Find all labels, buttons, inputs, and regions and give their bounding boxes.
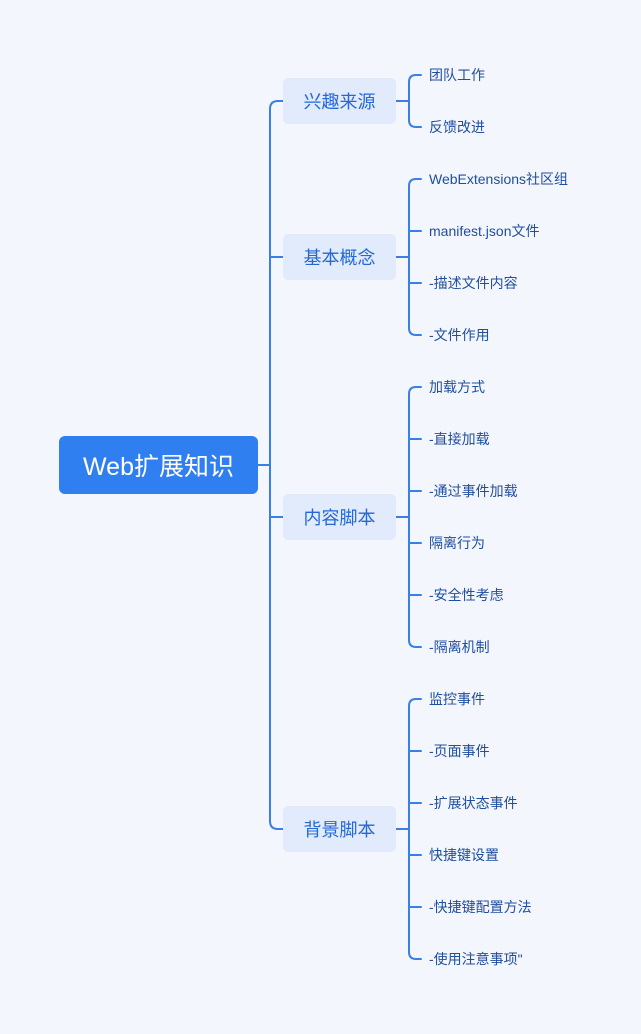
leaf-node[interactable]: -页面事件 [429, 743, 490, 759]
leaf-node[interactable]: -扩展状态事件 [429, 795, 518, 811]
branch-3-connector-link [408, 698, 422, 830]
leaf-node[interactable]: -隔离机制 [429, 639, 490, 655]
branch-2-connector-link [408, 386, 422, 518]
leaf-node[interactable]: -直接加载 [429, 431, 490, 447]
leaf-node[interactable]: -安全性考虑 [429, 587, 504, 603]
branch-node-background-scripts[interactable]: 背景脚本 [283, 806, 396, 852]
root-connector-link [269, 464, 284, 830]
leaf-node[interactable]: -使用注意事项" [429, 951, 523, 967]
branch-2-connector-link [408, 516, 422, 648]
leaf-node[interactable]: -描述文件内容 [429, 275, 518, 291]
leaf-node[interactable]: WebExtensions社区组 [429, 171, 569, 187]
leaf-node[interactable]: 加载方式 [429, 379, 485, 395]
branch-node-basic-concepts[interactable]: 基本概念 [283, 234, 396, 280]
root-node[interactable]: Web扩展知识 [59, 436, 258, 494]
leaf-node[interactable]: -快捷键配置方法 [429, 899, 532, 915]
leaf-node[interactable]: 团队工作 [429, 67, 485, 83]
leaf-node[interactable]: 隔离行为 [429, 535, 485, 551]
branch-0-connector-link [408, 74, 422, 102]
branch-1-connector-link [408, 178, 422, 258]
branch-3-connector-link [408, 828, 422, 960]
leaf-node[interactable]: -通过事件加载 [429, 483, 518, 499]
leaf-node[interactable]: 快捷键设置 [429, 847, 499, 863]
root-connector-link [269, 100, 284, 466]
branch-node-content-scripts[interactable]: 内容脚本 [283, 494, 396, 540]
leaf-node[interactable]: -文件作用 [429, 327, 490, 343]
leaf-node[interactable]: 监控事件 [429, 691, 485, 707]
leaf-node[interactable]: 反馈改进 [429, 119, 485, 135]
branch-node-interest-source[interactable]: 兴趣来源 [283, 78, 396, 124]
leaf-node[interactable]: manifest.json文件 [429, 223, 540, 239]
branch-0-connector-link [408, 100, 422, 128]
branch-1-connector-link [408, 256, 422, 336]
